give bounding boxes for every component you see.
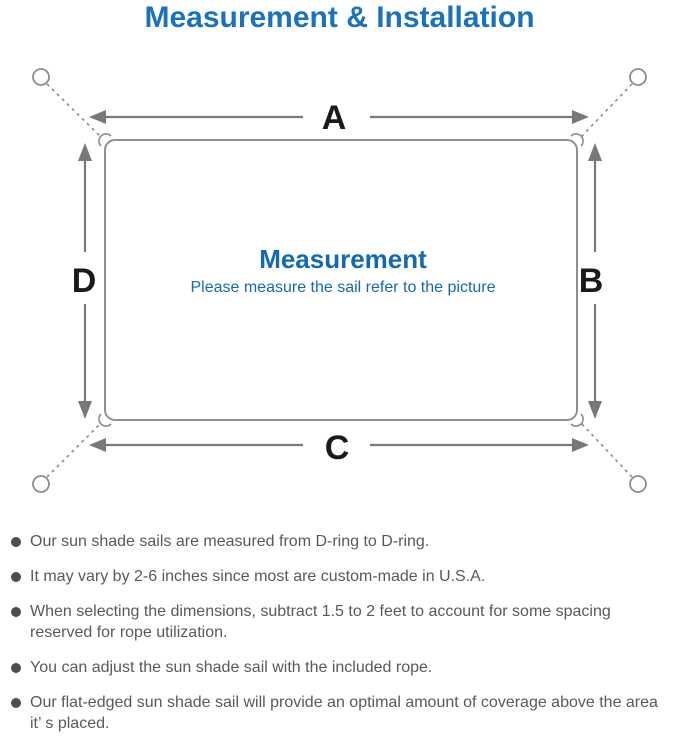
anchor-rings [32, 68, 647, 493]
rope-dashed-lines [46, 83, 633, 478]
dimension-arrows [83, 115, 597, 447]
note-text: You can adjust the sun shade sail with t… [30, 659, 433, 676]
rope-line-top-right [578, 83, 633, 140]
page-title: Measurement & Installation [144, 1, 535, 34]
arrowhead-c-left-icon [89, 438, 106, 452]
dimension-arrowheads [78, 110, 602, 452]
arrowhead-b-down-icon [588, 401, 602, 419]
d-ring-icon-top-left [98, 133, 112, 147]
anchor-ring-icon-bottom-right [629, 475, 647, 493]
bullet-icon [11, 572, 21, 582]
list-item: You can adjust the sun shade sail with t… [10, 657, 663, 678]
note-text: When selecting the dimensions, subtract … [30, 603, 611, 641]
d-ring-icon-top-right [570, 133, 584, 147]
dimension-label-c: C [325, 429, 350, 467]
d-ring-corner-notches [98, 133, 584, 427]
note-text: Our flat-edged sun shade sail will provi… [30, 694, 658, 732]
diagram-center-subheading: Please measure the sail refer to the pic… [190, 279, 495, 296]
rope-line-top-left [46, 83, 104, 140]
shade-sail-measurement-diagram: A B C D Measurement Please measure the s… [32, 68, 647, 493]
rope-line-bottom-left [46, 420, 104, 478]
dimension-label-d: D [72, 262, 97, 300]
rope-line-bottom-right [578, 420, 633, 478]
diagram-center-heading: Measurement [259, 244, 427, 274]
dimension-label-a: A [322, 99, 347, 137]
list-item: Our sun shade sails are measured from D-… [10, 531, 663, 552]
list-item: Our flat-edged sun shade sail will provi… [10, 692, 663, 734]
list-item: When selecting the dimensions, subtract … [10, 601, 663, 643]
anchor-ring-icon-bottom-left [32, 475, 50, 493]
arrowhead-d-up-icon [78, 143, 92, 161]
arrowhead-a-left-icon [89, 110, 106, 124]
arrowhead-c-right-icon [572, 438, 589, 452]
list-item: It may vary by 2-6 inches since most are… [10, 566, 663, 587]
dimension-label-b: B [579, 262, 604, 300]
arrowhead-d-down-icon [78, 401, 92, 419]
notes-list: Our sun shade sails are measured from D-… [10, 531, 663, 739]
d-ring-icon-bottom-left [98, 413, 112, 427]
anchor-ring-icon-top-right [629, 68, 647, 86]
bullet-icon [11, 698, 21, 708]
shade-sail-outline [104, 139, 578, 421]
anchor-ring-icon-top-left [32, 68, 50, 86]
bullet-icon [11, 607, 21, 617]
bullet-icon [11, 537, 21, 547]
d-ring-icon-bottom-right [570, 413, 584, 427]
arrowhead-a-right-icon [572, 110, 589, 124]
note-text: Our sun shade sails are measured from D-… [30, 533, 430, 550]
arrowhead-b-up-icon [588, 143, 602, 161]
note-text: It may vary by 2-6 inches since most are… [30, 568, 486, 585]
bullet-icon [11, 663, 21, 673]
